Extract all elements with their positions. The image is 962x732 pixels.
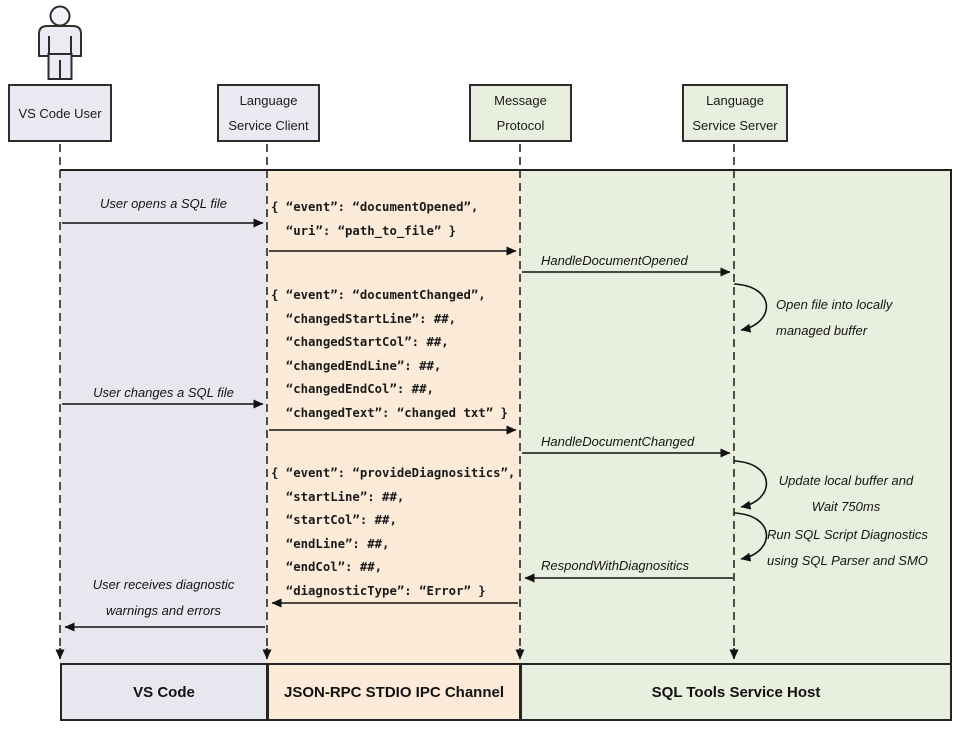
- label-respond-with-diagnostics: RespondWithDiagnositics: [541, 558, 690, 573]
- user-actor-icon: [38, 5, 82, 80]
- label-line2: managed buffer: [776, 323, 868, 338]
- payload-line: { “event”: “provideDiagnositics”,: [271, 466, 516, 480]
- actor-label-line1: Language: [706, 93, 764, 108]
- label-handle-document-changed: HandleDocumentChanged: [541, 434, 695, 449]
- payload-line: “changedStartCol”: ##,: [271, 335, 449, 349]
- label-update-buffer-wait: Update local buffer and Wait 750ms: [756, 468, 936, 520]
- footer-label: JSON-RPC STDIO IPC Channel: [283, 683, 505, 701]
- label-line1: User receives diagnostic: [92, 577, 235, 592]
- payload-line: “startLine”: ##,: [271, 489, 405, 504]
- self-loop-open-file: [733, 283, 768, 333]
- payload-line: “diagnosticType”: “Error” }: [271, 583, 486, 598]
- label-line1: Update local buffer and: [778, 473, 914, 488]
- lane-sql-tools-host: [520, 171, 952, 663]
- actor-label-line1: Language: [239, 93, 298, 108]
- payload-line: “uri”: “path_to_file” }: [271, 223, 457, 238]
- footer-box-json-rpc-channel: JSON-RPC STDIO IPC Channel: [267, 663, 521, 721]
- payload-line: “changedEndCol”: ##,: [271, 382, 434, 396]
- label-line1: Open file into locally: [776, 297, 893, 312]
- actor-box-message-protocol: Message Protocol: [469, 84, 572, 142]
- actor-label-line2: Service Client: [228, 118, 309, 133]
- label-handle-document-opened: HandleDocumentOpened: [541, 253, 688, 268]
- actor-label-line1: Message: [494, 93, 547, 108]
- payload-line: “changedText”: “changed txt” }: [271, 405, 508, 420]
- label-open-file-into-buffer: Open file into locally managed buffer: [776, 292, 892, 344]
- label-user-opens-sql-file: User opens a SQL file: [100, 196, 227, 211]
- footer-box-sql-tools-host: SQL Tools Service Host: [520, 663, 952, 721]
- payload-document-changed: { “event”: “documentChanged”, “changedSt…: [271, 284, 508, 425]
- payload-line: { “event”: “documentChanged”,: [271, 288, 486, 302]
- lane-json-rpc-channel: [267, 171, 520, 663]
- payload-line: “changedEndLine”: ##,: [271, 358, 442, 373]
- payload-provide-diagnostics: { “event”: “provideDiagnositics”, “start…: [271, 462, 515, 603]
- label-run-sql-diagnostics: Run SQL Script Diagnostics using SQL Par…: [767, 522, 928, 574]
- label-user-receives-diagnostics: User receives diagnostic warnings and er…: [60, 572, 267, 624]
- actor-box-language-service-client: Language Service Client: [217, 84, 320, 142]
- payload-document-opened: { “event”: “documentOpened”, “uri”: “pat…: [271, 196, 478, 243]
- actor-box-language-service-server: Language Service Server: [682, 84, 788, 142]
- actor-label-line2: Service Server: [692, 118, 778, 133]
- label-line1: Run SQL Script Diagnostics: [767, 527, 928, 542]
- payload-line: “endCol”: ##,: [271, 560, 383, 574]
- self-loop-run-diagnostics: [733, 512, 768, 562]
- actor-label: VS Code User: [18, 105, 102, 121]
- payload-line: “endLine”: ##,: [271, 536, 390, 551]
- footer-label: VS Code: [133, 683, 195, 701]
- self-loop-update-buffer: [733, 460, 768, 510]
- label-line2: Wait 750ms: [811, 499, 881, 514]
- label-user-changes-sql-file: User changes a SQL file: [93, 385, 234, 400]
- footer-box-vscode: VS Code: [60, 663, 268, 721]
- payload-line: “startCol”: ##,: [271, 513, 397, 527]
- label-line2: warnings and errors: [106, 603, 221, 618]
- label-line2: using SQL Parser and SMO: [767, 553, 928, 568]
- actor-label-line2: Protocol: [496, 118, 545, 133]
- lane-vscode: [60, 171, 267, 663]
- payload-line: { “event”: “documentOpened”,: [271, 200, 479, 214]
- footer-label: SQL Tools Service Host: [651, 683, 821, 701]
- payload-line: “changedStartLine”: ##,: [271, 311, 457, 326]
- actor-box-vscode-user: VS Code User: [8, 84, 112, 142]
